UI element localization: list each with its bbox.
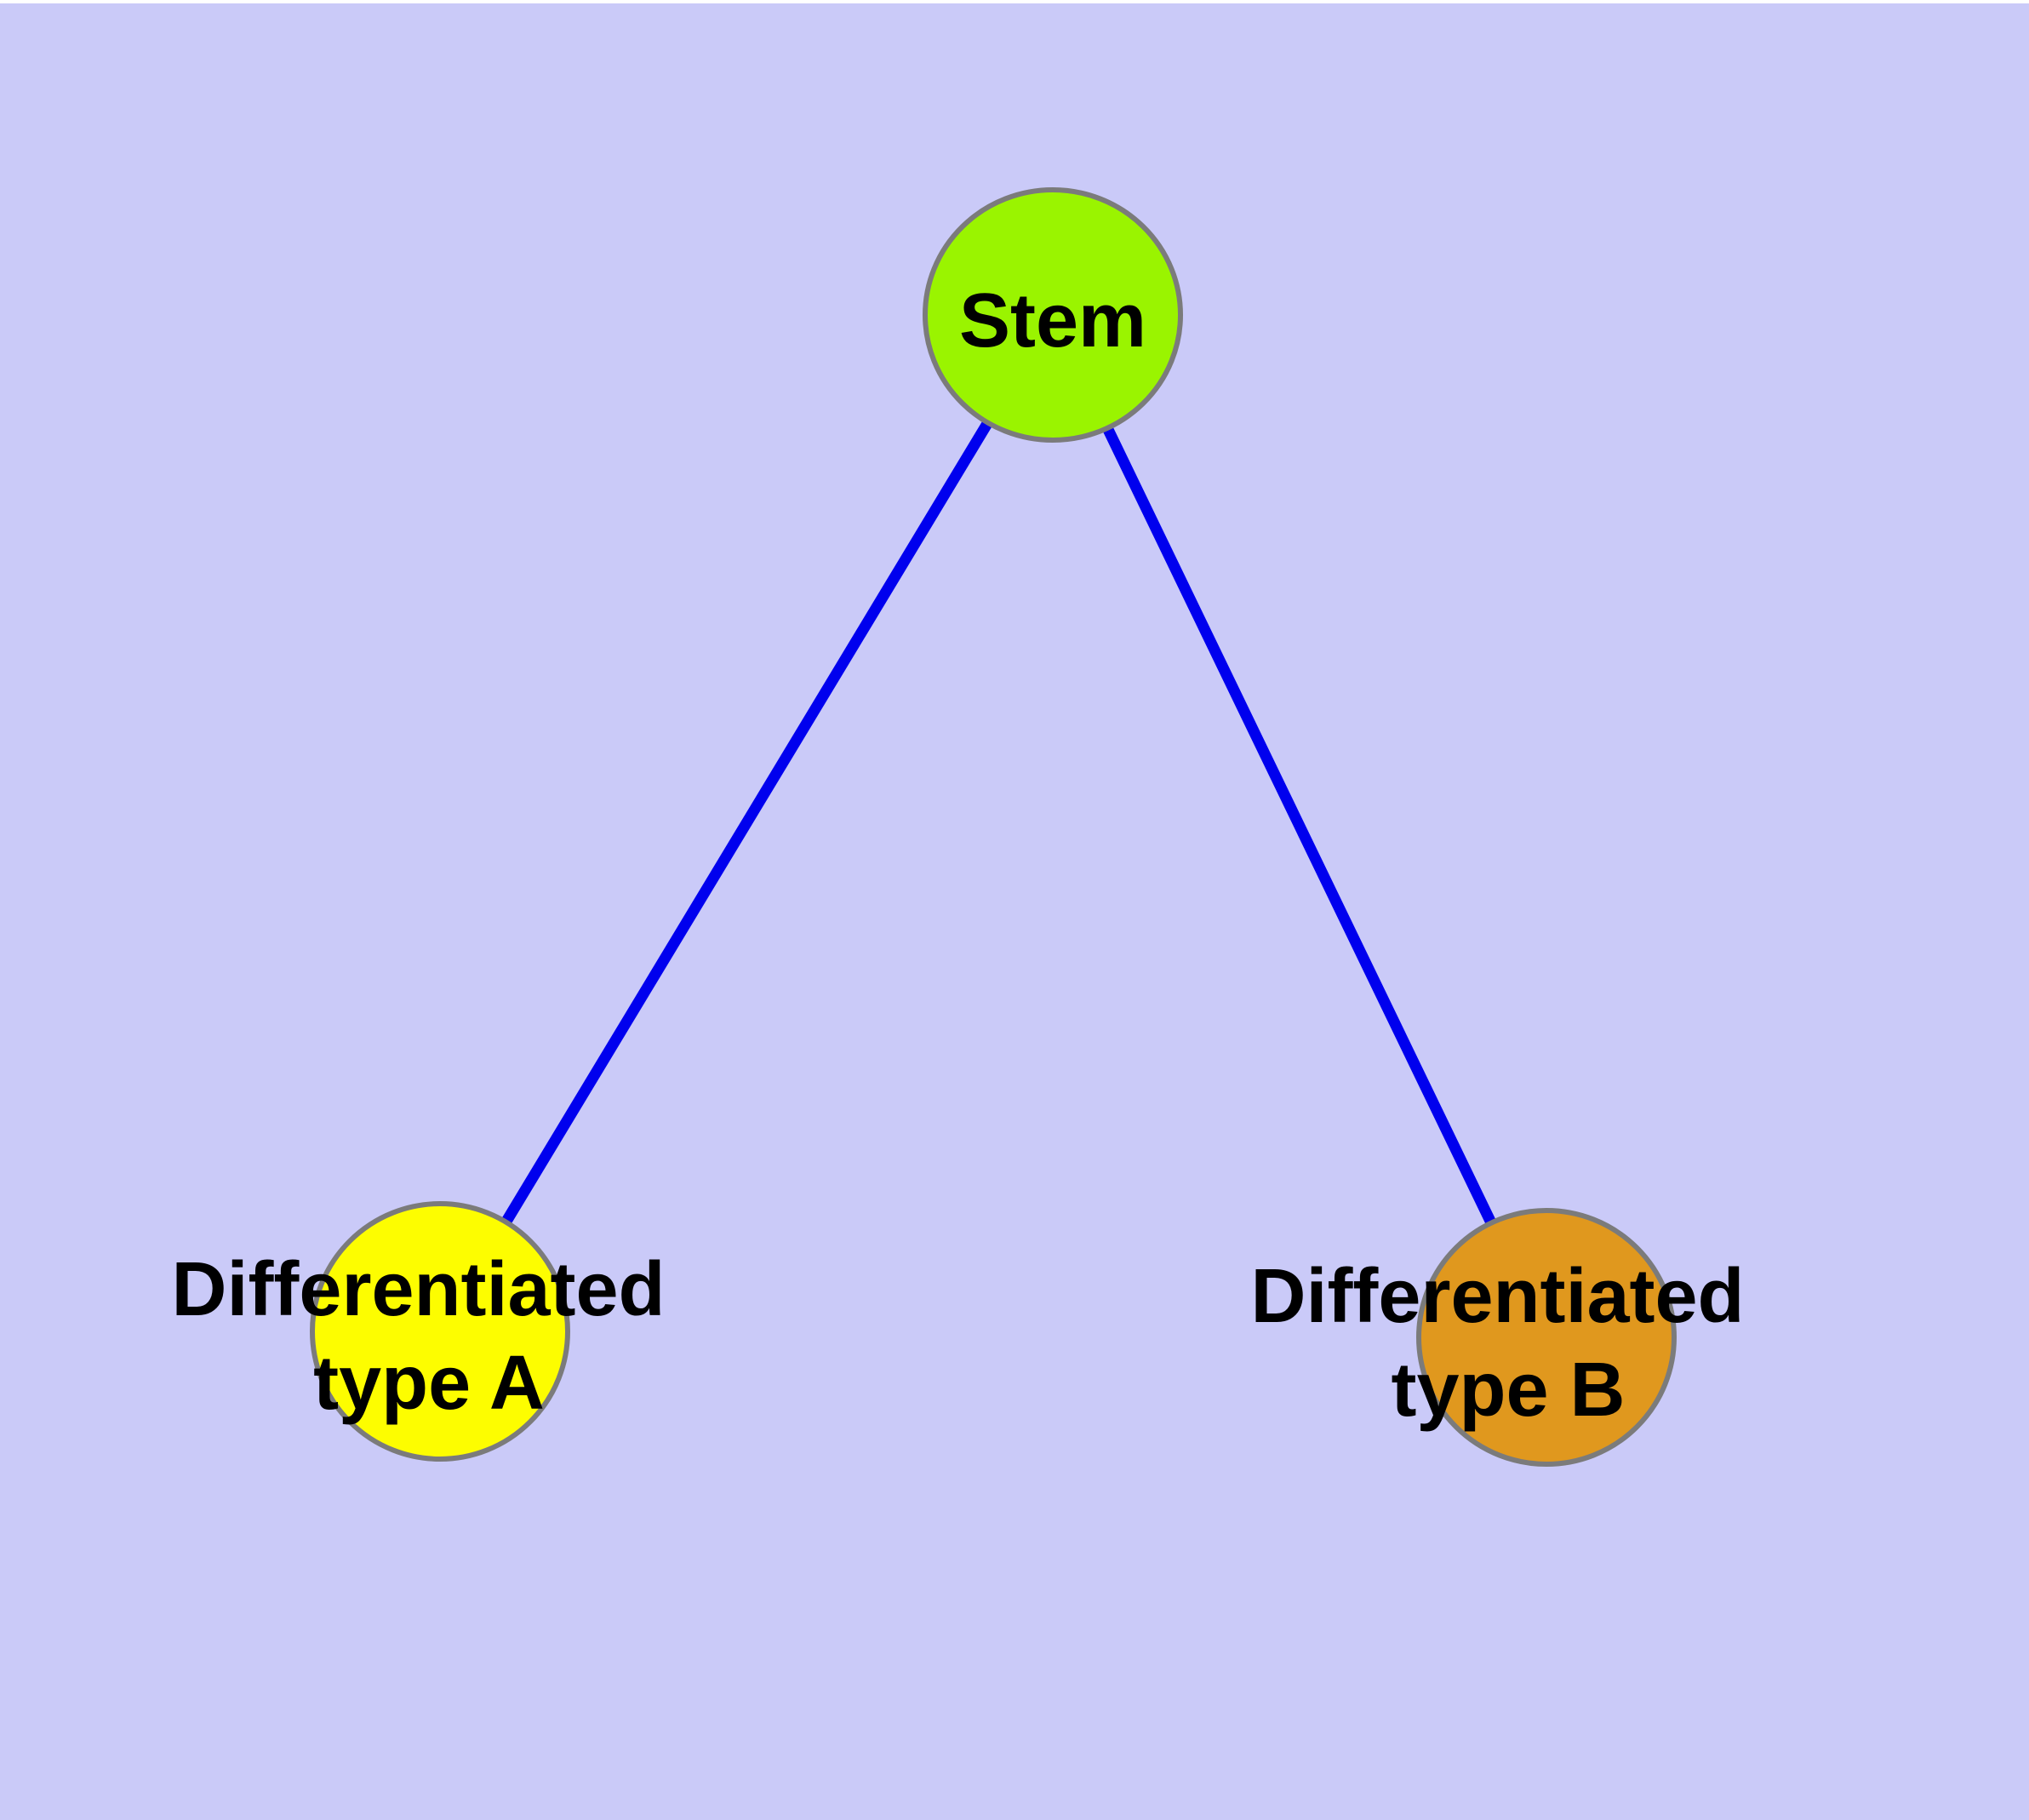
type-b-label-line-2: type B [1391, 1348, 1625, 1433]
type-b-node-label: Differentiated type B [1250, 1254, 1765, 1433]
type-a-label-line-1: Differentiated [171, 1247, 665, 1332]
type-a-label-line-2: type A [313, 1341, 545, 1426]
edge-stem-to-type-a [434, 309, 1059, 1337]
type-b-node-circle [1416, 1208, 1677, 1467]
edge-stem-to-type-b [1047, 309, 1552, 1343]
type-b-label-line-1: Differentiated [1250, 1254, 1744, 1339]
type-a-node-label: Differentiated type A [171, 1247, 686, 1426]
stem-node-label: Stem [959, 278, 1146, 363]
type-a-node-circle [310, 1201, 570, 1462]
stem-node-circle [923, 187, 1183, 443]
